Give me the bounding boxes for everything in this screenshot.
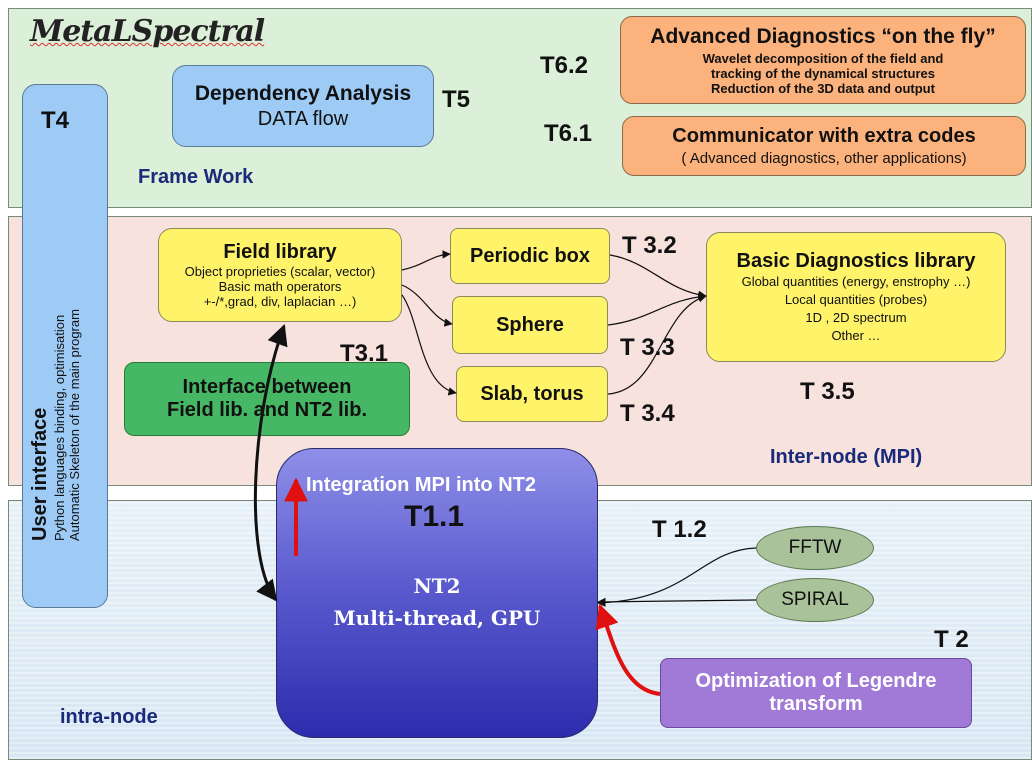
slab-torus-title: Slab, torus — [480, 382, 584, 405]
t62-label: T6.2 — [540, 52, 589, 79]
advanced-diagnostics-box: Advanced Diagnostics “on the fly” Wavele… — [620, 16, 1026, 104]
basic-diagnostics-title: Basic Diagnostics library — [736, 249, 976, 272]
arrow-field-to-sphere — [401, 284, 453, 327]
basic-diagnostics-line-3: 1D , 2D spectrum — [805, 309, 907, 325]
nt2-subtitle: Multi-thread, GPU — [333, 606, 541, 630]
t12-label: T 1.2 — [652, 516, 707, 543]
field-library-line-2: Basic math operators — [218, 279, 342, 294]
communicator-box: Communicator with extra codes ( Advanced… — [622, 116, 1026, 176]
field-library-title: Field library — [223, 241, 337, 263]
fftw-ellipse: FFTW — [756, 526, 874, 570]
field-library-line-3: +-/*,grad, div, laplacian …) — [203, 294, 357, 309]
t34-label: T 3.4 — [620, 400, 675, 427]
dependency-analysis-title: Dependency Analysis — [194, 81, 412, 105]
t2-label: T 2 — [934, 626, 969, 653]
field-library-box: Field library Object proprieties (scalar… — [158, 228, 402, 322]
nt2-header: Integration MPI into NT2 — [306, 474, 536, 496]
t5-label: T5 — [442, 86, 471, 113]
periodic-box: Periodic box — [450, 228, 610, 284]
basic-diagnostics-line-4: Other … — [831, 327, 881, 343]
spiral-ellipse: SPIRAL — [756, 578, 874, 622]
arrow-periodic-to-diag — [609, 254, 707, 300]
red-arrow-legendre — [595, 603, 661, 696]
arrow-field-to-slab — [401, 294, 457, 396]
slab-torus-box: Slab, torus — [456, 366, 608, 422]
t35-label: T 3.5 — [800, 378, 855, 405]
legendre-box: Optimization of Legendre transform — [660, 658, 972, 728]
arrow-sphere-to-diag — [607, 292, 707, 326]
communicator-title: Communicator with extra codes — [672, 125, 976, 147]
legendre-line-2: transform — [769, 693, 863, 715]
dependency-analysis-subtitle: DATA flow — [257, 107, 349, 130]
dependency-analysis-box: Dependency Analysis DATA flow — [172, 65, 434, 147]
nt2-box — [276, 448, 598, 738]
sphere-title: Sphere — [496, 313, 564, 336]
internode-band-label: Inter-node (MPI) — [770, 446, 923, 468]
advanced-diagnostics-line-1: Wavelet decomposition of the field and — [702, 50, 944, 66]
periodic-box-title: Periodic box — [469, 244, 591, 267]
user-interface-box: T4 User interface Python languages bindi… — [22, 84, 108, 608]
communicator-line: ( Advanced diagnostics, other applicatio… — [681, 150, 967, 167]
legendre-line-1: Optimization of Legendre — [695, 670, 937, 692]
t61-label: T6.1 — [544, 120, 593, 147]
t32-label: T 3.2 — [622, 232, 677, 259]
advanced-diagnostics-line-3: Reduction of the 3D data and output — [711, 80, 935, 96]
basic-diagnostics-box: Basic Diagnostics library Global quantit… — [706, 232, 1006, 362]
framework-band-label: Frame Work — [138, 166, 254, 188]
advanced-diagnostics-line-2: tracking of the dynamical structures — [711, 65, 935, 81]
intranode-band-label: intra-node — [60, 706, 158, 728]
metalspectral-logo: MetaLSpectral — [30, 14, 265, 49]
arrow-field-to-periodic — [401, 250, 451, 271]
sphere-box: Sphere — [452, 296, 608, 354]
basic-diagnostics-line-1: Global quantities (energy, enstrophy …) — [741, 273, 971, 289]
arrow-slab-to-diag — [607, 294, 707, 395]
nt2-title: NT2 — [413, 574, 461, 598]
t4-label: T4 — [41, 107, 70, 134]
arrow-fftw-to-nt2 — [597, 547, 757, 607]
advanced-diagnostics-title: Advanced Diagnostics “on the fly” — [650, 24, 996, 48]
fftw-label: FFTW — [788, 537, 842, 558]
spiral-label: SPIRAL — [781, 589, 849, 610]
arrow-field-nt2-bidirectional — [253, 324, 288, 602]
basic-diagnostics-line-2: Local quantities (probes) — [784, 291, 928, 307]
t11-label: T1.1 — [404, 500, 465, 533]
arrow-spiral-to-nt2 — [597, 597, 757, 607]
field-library-line-1: Object proprieties (scalar, vector) — [184, 264, 376, 279]
